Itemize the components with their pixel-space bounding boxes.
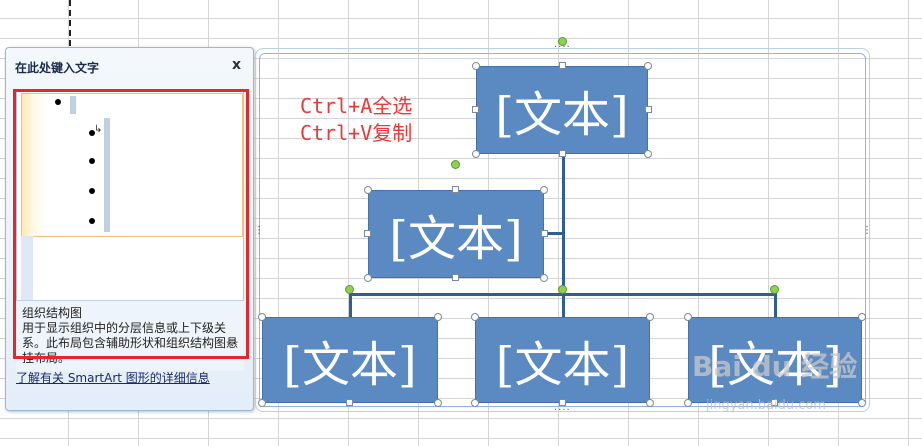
resize-handle[interactable] xyxy=(559,399,566,406)
baidu-watermark: Bai du 经验 xyxy=(692,350,858,383)
resize-handle[interactable] xyxy=(472,62,480,70)
sub-level-arrow-icon: ↳ xyxy=(94,124,103,135)
layout-description-text: 用于显示组织中的分层信息或上下级关系。此布局包含辅助形状和组织结构图悬挂布局。 xyxy=(22,321,239,365)
text-edit-inner[interactable]: ↳ xyxy=(21,93,243,237)
frame-right-handle[interactable]: ⋮ xyxy=(862,225,873,236)
frame-top-handle[interactable]: ···· xyxy=(554,42,571,53)
resize-handle[interactable] xyxy=(364,186,372,194)
resize-handle[interactable] xyxy=(258,313,266,321)
resize-handle[interactable] xyxy=(644,62,652,70)
resize-handle[interactable] xyxy=(644,150,652,158)
resize-handle[interactable] xyxy=(646,313,654,321)
smartart-frame[interactable] xyxy=(259,53,866,407)
rotate-handle-child-2[interactable] xyxy=(558,285,567,294)
org-node-child-3[interactable]: [文本] xyxy=(688,317,862,403)
rotate-handle-child-1[interactable] xyxy=(345,285,354,294)
bullet-3 xyxy=(89,158,95,164)
resize-handle[interactable] xyxy=(346,399,353,406)
connector-assistant xyxy=(543,232,563,235)
annotation-line-2: Ctrl+V复制 xyxy=(300,121,413,145)
resize-handle[interactable] xyxy=(258,399,266,407)
text-pane-title: 在此处键入文字 xyxy=(15,61,100,75)
resize-handle[interactable] xyxy=(559,150,566,157)
frame-left-handle[interactable]: ⋮ xyxy=(254,225,265,236)
layout-name: 组织结构图 xyxy=(22,306,83,320)
org-node-child-1[interactable]: [文本] xyxy=(262,317,438,403)
bullet-5 xyxy=(89,218,95,224)
bullet-2 xyxy=(89,130,95,136)
resize-handle[interactable] xyxy=(684,399,692,407)
connector-vertical-main xyxy=(562,154,565,295)
resize-handle[interactable] xyxy=(434,399,442,407)
resize-handle[interactable] xyxy=(645,106,652,113)
connector-child-1 xyxy=(349,293,352,317)
rotate-handle-child-3[interactable] xyxy=(770,285,779,294)
baidu-watermark-url: jingyan.baidu.com xyxy=(706,398,826,413)
resize-handle[interactable] xyxy=(858,399,866,407)
frame-bottom-handle[interactable]: ···· xyxy=(554,405,571,416)
resize-handle[interactable] xyxy=(472,106,479,113)
close-icon[interactable]: x xyxy=(231,57,241,73)
resize-handle[interactable] xyxy=(559,62,566,69)
org-node-assistant[interactable]: [文本] xyxy=(368,190,544,278)
org-node-child-1-label: [文本] xyxy=(283,337,417,393)
resize-handle[interactable] xyxy=(452,186,459,193)
org-node-child-3-label: [文本] xyxy=(708,337,842,393)
entry-field-sub[interactable] xyxy=(104,118,110,232)
smartart-outer-frame xyxy=(255,48,870,412)
rotate-handle-assistant[interactable] xyxy=(451,160,460,169)
resize-handle[interactable] xyxy=(471,313,479,321)
resize-handle[interactable] xyxy=(471,399,479,407)
layout-description: 组织结构图 用于显示组织中的分层信息或上下级关系。此布局包含辅助形状和组织结构图… xyxy=(16,300,244,371)
resize-handle[interactable] xyxy=(472,150,480,158)
shortcut-annotation: Ctrl+A全选 Ctrl+V复制 xyxy=(300,93,412,147)
learn-more-link[interactable]: 了解有关 SmartArt 图形的详细信息 xyxy=(16,371,210,385)
resize-handle[interactable] xyxy=(540,274,548,282)
rotate-handle-top[interactable] xyxy=(558,37,567,46)
org-node-child-2-label: [文本] xyxy=(495,337,630,393)
page-break-line xyxy=(69,0,71,46)
resize-handle[interactable] xyxy=(434,313,442,321)
resize-handle[interactable] xyxy=(364,230,371,237)
org-node-top-label: [文本] xyxy=(495,87,629,143)
entry-field-1[interactable] xyxy=(70,96,76,114)
bullet-1 xyxy=(55,99,61,105)
resize-handle[interactable] xyxy=(771,399,778,406)
resize-handle[interactable] xyxy=(364,274,372,282)
connector-child-2 xyxy=(562,293,565,317)
resize-handle[interactable] xyxy=(646,399,654,407)
org-node-child-2[interactable]: [文本] xyxy=(475,317,650,403)
org-node-assistant-label: [文本] xyxy=(389,211,523,267)
org-node-top[interactable]: [文本] xyxy=(476,66,648,154)
connector-child-3 xyxy=(774,293,777,317)
resize-handle[interactable] xyxy=(540,186,548,194)
bullet-4 xyxy=(89,188,95,194)
highlight-frame xyxy=(13,89,249,359)
resize-handle[interactable] xyxy=(684,313,692,321)
resize-handle[interactable] xyxy=(541,230,548,237)
annotation-line-1: Ctrl+A全选 xyxy=(300,94,413,118)
resize-handle[interactable] xyxy=(452,274,459,281)
resize-handle[interactable] xyxy=(858,313,866,321)
